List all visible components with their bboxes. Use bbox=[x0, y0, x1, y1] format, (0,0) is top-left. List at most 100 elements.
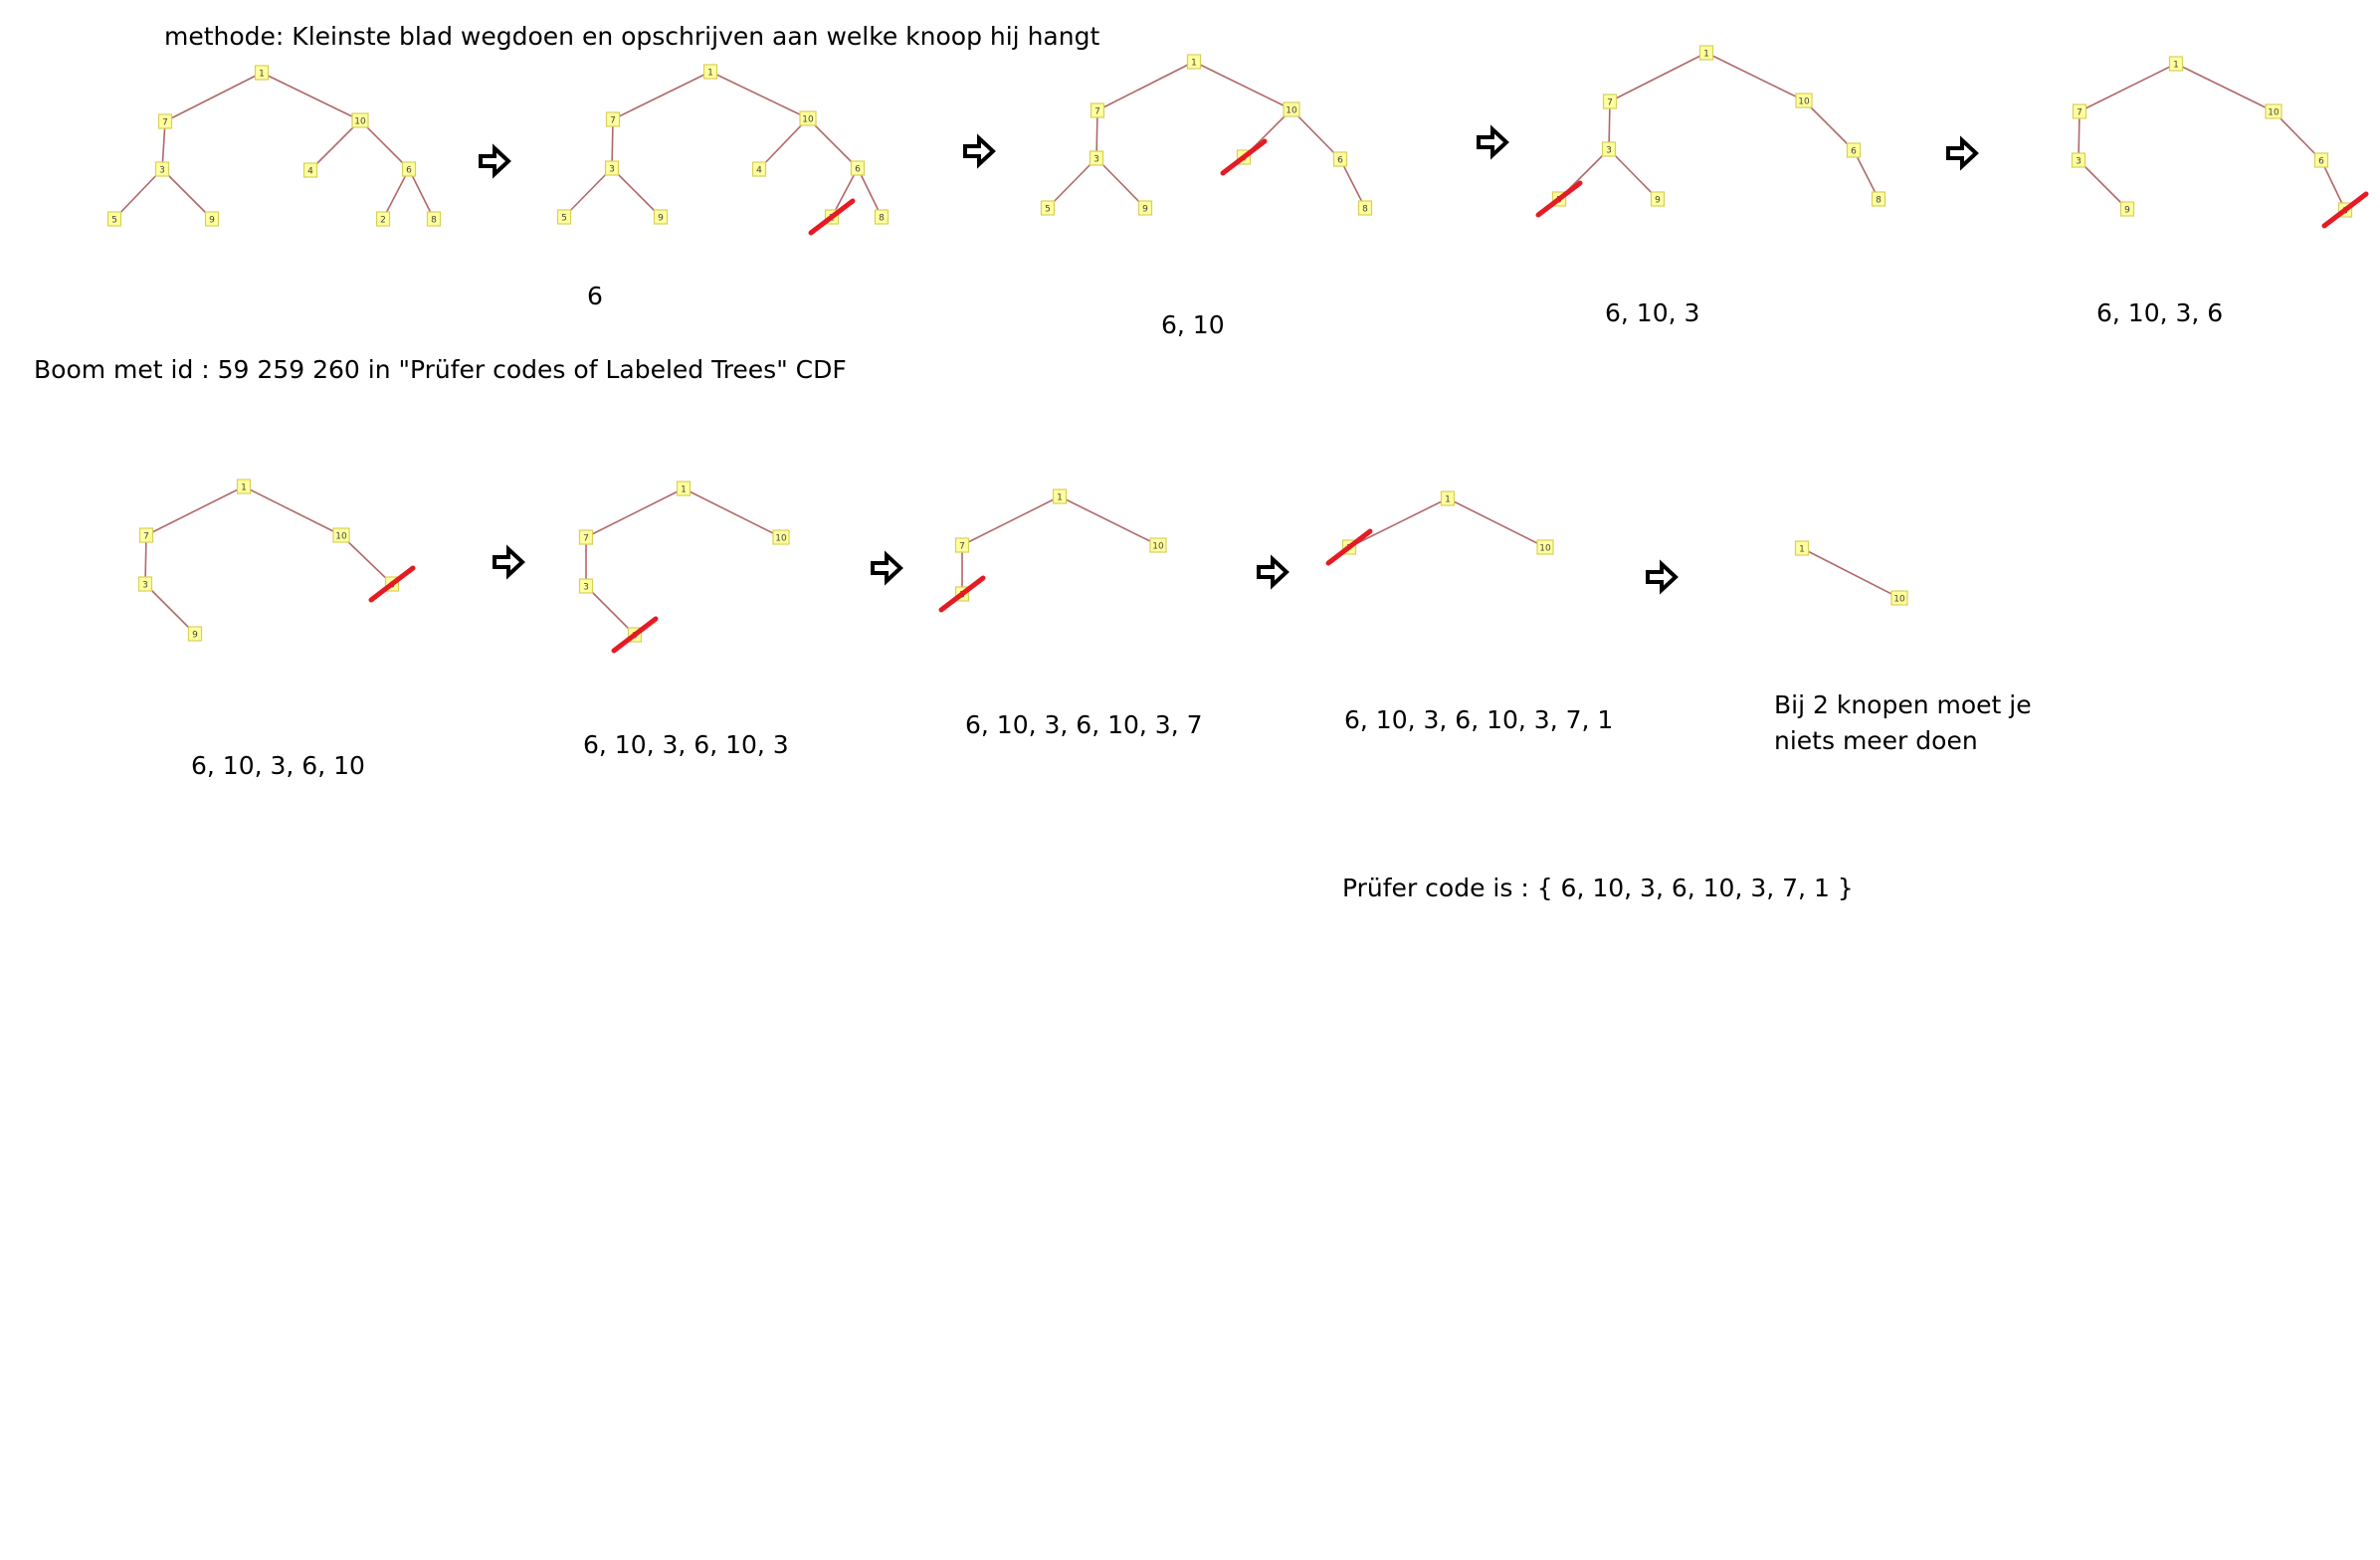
tree-edge bbox=[709, 71, 809, 119]
step-arrow-icon bbox=[871, 550, 903, 586]
tree-edge bbox=[309, 119, 361, 171]
step-arrow-icon bbox=[493, 544, 525, 580]
tree-node: 6 bbox=[1846, 142, 1862, 158]
tree-edge bbox=[1608, 148, 1659, 200]
tree-edge bbox=[359, 119, 410, 170]
tree-edge bbox=[1059, 495, 1159, 546]
svg-text:5: 5 bbox=[561, 214, 567, 224]
step-code-8: 6, 10, 3, 6, 10, 3, 7, 1 bbox=[1344, 705, 1614, 734]
svg-text:5: 5 bbox=[111, 216, 117, 226]
tree-node: 3 bbox=[1601, 141, 1617, 157]
tree-edge bbox=[1193, 61, 1292, 110]
step-code-1: 6 bbox=[587, 282, 603, 310]
svg-text:7: 7 bbox=[959, 542, 965, 552]
svg-text:1: 1 bbox=[1057, 493, 1063, 503]
svg-text:10: 10 bbox=[1152, 542, 1164, 552]
tree-edge bbox=[1447, 497, 1546, 548]
tree-edge bbox=[2273, 110, 2322, 161]
svg-text:10: 10 bbox=[1798, 98, 1810, 107]
tree-node: 1 bbox=[254, 65, 270, 81]
tree-edge bbox=[1339, 158, 1366, 209]
tree-node: 3 bbox=[1089, 150, 1104, 166]
step-code-5: 6, 10, 3, 6, 10 bbox=[191, 751, 365, 780]
tree-node: 3 bbox=[137, 576, 153, 592]
tree-edge bbox=[1705, 52, 1805, 101]
tree-node: 5 bbox=[556, 209, 572, 225]
tree-edge bbox=[1801, 547, 1900, 599]
tree-edge bbox=[144, 583, 196, 635]
tree-node: 10 bbox=[332, 527, 350, 543]
tree-edge bbox=[164, 72, 263, 122]
svg-text:7: 7 bbox=[162, 118, 168, 128]
tree-node: 2 bbox=[375, 211, 391, 227]
tree-node: 9 bbox=[1650, 191, 1666, 207]
svg-text:8: 8 bbox=[431, 216, 437, 226]
svg-text:3: 3 bbox=[159, 166, 165, 176]
tree-node: 1 bbox=[1698, 45, 1714, 61]
step-code-3: 6, 10, 3 bbox=[1605, 298, 1700, 327]
tree-node: 1 bbox=[1440, 490, 1456, 506]
tree-node: 7 bbox=[2072, 103, 2087, 119]
tree-edge bbox=[1348, 497, 1449, 548]
svg-text:9: 9 bbox=[2124, 206, 2130, 216]
svg-text:10: 10 bbox=[1286, 106, 1297, 116]
tree-node: 9 bbox=[2119, 201, 2135, 217]
tree-edge bbox=[1095, 109, 1098, 159]
svg-text:8: 8 bbox=[1362, 205, 1368, 215]
step-arrow-icon bbox=[479, 143, 511, 179]
tree-edge bbox=[161, 120, 166, 170]
tree-edge bbox=[1095, 157, 1146, 209]
svg-text:4: 4 bbox=[756, 166, 762, 176]
svg-text:10: 10 bbox=[1893, 595, 1905, 605]
tree-node: 8 bbox=[1357, 200, 1373, 216]
svg-text:9: 9 bbox=[192, 631, 198, 641]
tree-node: 10 bbox=[1536, 539, 1554, 555]
tree-node: 1 bbox=[2168, 56, 2184, 72]
svg-text:10: 10 bbox=[802, 115, 814, 125]
svg-text:1: 1 bbox=[2173, 61, 2179, 71]
svg-text:7: 7 bbox=[1094, 107, 1100, 117]
tree-edge bbox=[2320, 159, 2346, 211]
tree-node: 3 bbox=[604, 160, 620, 176]
tree-edge bbox=[1096, 61, 1195, 111]
tree-node: 4 bbox=[302, 162, 318, 178]
removed-leaf-strike bbox=[611, 616, 659, 654]
svg-text:6: 6 bbox=[406, 166, 412, 176]
tree-node: 8 bbox=[426, 211, 442, 227]
tree-node: 3 bbox=[154, 161, 170, 177]
tree-edge bbox=[1803, 99, 1855, 151]
step-code-4: 6, 10, 3, 6 bbox=[2096, 298, 2224, 327]
tree-node: 10 bbox=[772, 529, 790, 545]
tree-edge bbox=[831, 167, 859, 218]
tree-edge bbox=[161, 168, 213, 220]
tree-node: 1 bbox=[702, 64, 718, 80]
tree-edge bbox=[261, 72, 361, 121]
svg-text:7: 7 bbox=[143, 532, 149, 542]
tree-edge bbox=[2175, 63, 2275, 112]
tree-edge bbox=[243, 486, 342, 536]
svg-text:6: 6 bbox=[1851, 147, 1857, 157]
tree-node: 10 bbox=[351, 112, 369, 128]
tree-node: 1 bbox=[1794, 540, 1810, 556]
tree-node: 6 bbox=[850, 160, 866, 176]
tree-node: 5 bbox=[1040, 200, 1056, 216]
step-code-7: 6, 10, 3, 6, 10, 3, 7 bbox=[965, 710, 1203, 739]
svg-text:4: 4 bbox=[307, 167, 313, 177]
svg-text:1: 1 bbox=[1703, 50, 1709, 60]
svg-text:9: 9 bbox=[209, 216, 215, 226]
tree-edge bbox=[961, 495, 1061, 546]
tree-edge bbox=[585, 488, 685, 538]
tree-step-10: 1 10 bbox=[1794, 540, 1908, 606]
svg-text:3: 3 bbox=[1606, 146, 1612, 156]
svg-text:3: 3 bbox=[1093, 155, 1099, 165]
svg-text:5: 5 bbox=[1045, 205, 1051, 215]
tree-node: 4 bbox=[751, 161, 767, 177]
tree-edge bbox=[1290, 108, 1341, 160]
svg-text:9: 9 bbox=[658, 214, 664, 224]
